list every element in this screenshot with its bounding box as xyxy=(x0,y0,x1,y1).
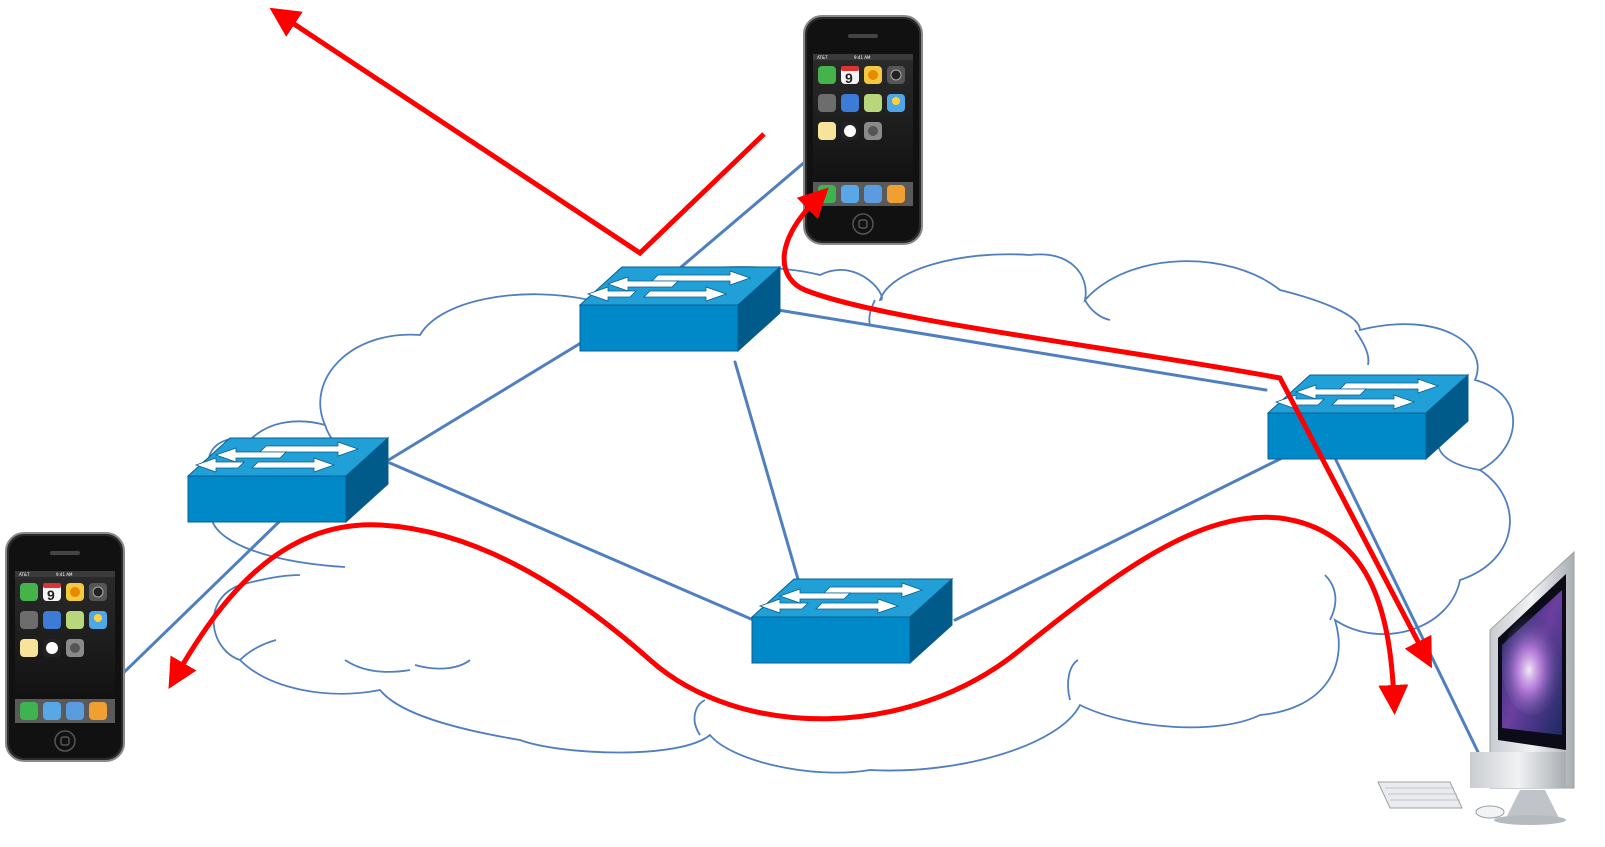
flow-arrow-top-path xyxy=(781,187,1432,669)
link-switch-top-phone-top xyxy=(678,142,828,270)
link-switch-bottom-switch-right xyxy=(953,453,1290,622)
imac-icon xyxy=(1377,550,1575,825)
link-switch-left-switch-bottom xyxy=(388,461,760,624)
link-switch-right-imac xyxy=(1333,456,1480,754)
flow-arrow-blocked xyxy=(269,7,766,257)
link-switch-top-switch-right xyxy=(776,308,1268,392)
switch-left-icon xyxy=(187,437,389,523)
link-switch-top-switch-left xyxy=(380,333,596,466)
phone-top-icon xyxy=(803,15,923,245)
link-switch-top-switch-bottom xyxy=(733,360,802,588)
link-switch-left-phone-left xyxy=(110,515,286,686)
phone-left-icon xyxy=(5,532,125,762)
switch-top-icon xyxy=(579,266,781,352)
switch-bottom-icon xyxy=(751,578,953,664)
flow-arrows xyxy=(168,7,1432,722)
flow-arrow-bottom-path xyxy=(168,514,1409,722)
network-cloud xyxy=(207,253,1514,774)
